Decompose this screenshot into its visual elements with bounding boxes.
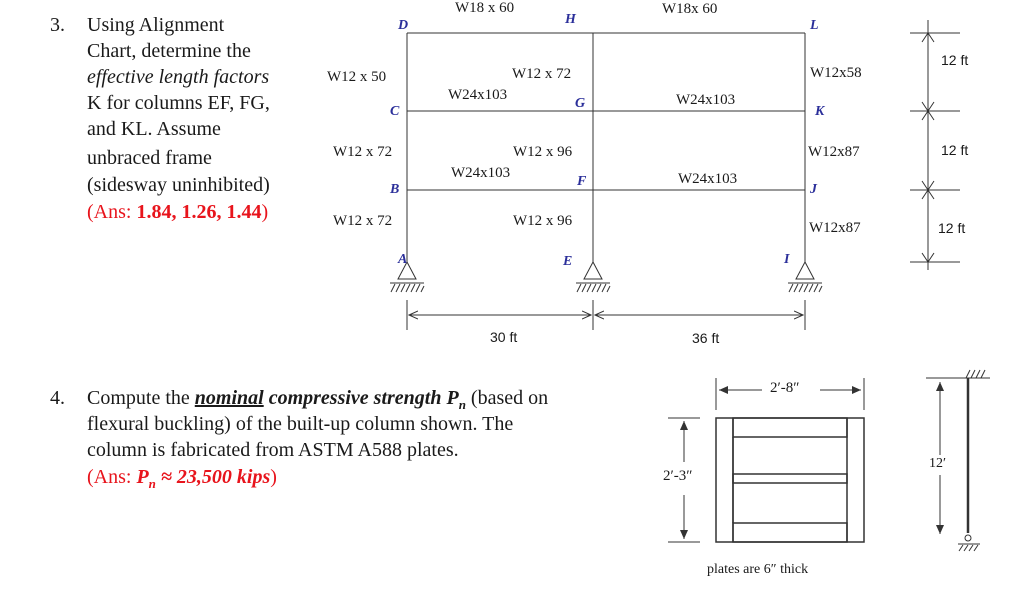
- beam-low-right-label: W24x103: [678, 171, 738, 187]
- problem4-line-2: flexural buckling) of the built-up colum…: [87, 413, 514, 435]
- col-center-bot-label: W12 x 96: [513, 213, 573, 229]
- story-height-1: 12 ft: [941, 52, 969, 68]
- span-right-label: 36 ft: [692, 330, 720, 346]
- problem4-pn-symbol: P: [446, 387, 459, 409]
- problem4-pn-sub: n: [458, 397, 466, 412]
- problem4-number: 4.: [50, 387, 65, 409]
- beam-top-left-label: W18 x 60: [455, 0, 515, 16]
- col-left-bot-label: W12 x 72: [333, 213, 393, 229]
- problem4-line-1: Compute the nominal compressive strength…: [87, 385, 548, 418]
- problem3-answer-suffix: ): [261, 201, 269, 223]
- node-H: H: [565, 12, 576, 27]
- node-A: A: [398, 252, 408, 267]
- frame-structure: [406, 32, 806, 262]
- story-height-3: 12 ft: [938, 220, 966, 236]
- problem3-line-1: Using Alignment: [87, 14, 225, 36]
- col-center-top-label: W12 x 72: [512, 66, 572, 82]
- node-K: K: [815, 104, 825, 119]
- col-left-top-label: W12 x 50: [327, 69, 387, 85]
- col-center-mid-label: W12 x 96: [513, 144, 573, 160]
- column-elevation: [926, 369, 990, 552]
- node-E: E: [563, 254, 573, 269]
- node-J: J: [810, 182, 817, 197]
- problem3-answer: (Ans: 1.84, 1.26, 1.44): [87, 199, 268, 225]
- node-F: F: [577, 174, 587, 189]
- problem3-line-7: (sidesway uninhibited): [87, 174, 270, 196]
- node-G: G: [575, 96, 586, 111]
- col-right-mid-label: W12x87: [808, 144, 860, 160]
- problem4-line-1a: Compute the: [87, 387, 195, 409]
- problem4-line-1c: compressive strength: [263, 387, 447, 409]
- problem3-answer-prefix: (Ans:: [87, 201, 137, 223]
- problem3-number: 3.: [50, 14, 65, 36]
- section-note: plates are 6″ thick: [707, 562, 809, 577]
- section-height-dimension: [668, 417, 700, 543]
- col-right-bot-label: W12x87: [809, 220, 861, 236]
- col-left-mid-label: W12 x 72: [333, 144, 393, 160]
- section-width-dimension: [715, 378, 865, 410]
- built-up-section: [715, 417, 865, 543]
- node-C: C: [390, 104, 400, 119]
- support-A-icon: [390, 260, 425, 293]
- problem4-answer-p: P: [136, 466, 149, 488]
- col-right-top-label: W12x58: [810, 65, 862, 81]
- story-dimension: [910, 20, 960, 270]
- problem3-line-4: K for columns EF, FG,: [87, 92, 270, 114]
- node-L: L: [810, 18, 819, 33]
- support-I-icon: [788, 260, 823, 293]
- problem4-answer-sub: n: [148, 476, 156, 491]
- problem3-answer-values: 1.84, 1.26, 1.44: [136, 201, 262, 223]
- beam-top-right-label: W18x 60: [662, 1, 718, 17]
- problem4-line-3: column is fabricated from ASTM A588 plat…: [87, 439, 459, 461]
- problem4-answer-value: ≈ 23,500 kips: [155, 466, 271, 488]
- problem4-answer-prefix: (Ans:: [87, 466, 137, 488]
- problem4-nominal: nominal: [194, 387, 264, 409]
- section-width-label: 2′-8″: [770, 380, 800, 396]
- node-I: I: [784, 252, 790, 267]
- section-height-label: 2′-3″: [663, 468, 693, 484]
- problem3-line-5: and KL. Assume: [87, 118, 221, 140]
- span-left-label: 30 ft: [490, 329, 518, 345]
- beam-mid-right-label: W24x103: [676, 92, 736, 108]
- problem4-answer-suffix: ): [270, 466, 277, 488]
- problem3-line-6: unbraced frame: [87, 147, 212, 169]
- span-dimension: [406, 300, 806, 330]
- story-height-2: 12 ft: [941, 142, 969, 158]
- beam-low-left-label: W24x103: [451, 165, 511, 181]
- problem4-line-1f: (based on: [465, 387, 549, 409]
- node-B: B: [390, 182, 400, 197]
- column-length-label: 12′: [929, 456, 947, 472]
- beam-mid-left-label: W24x103: [448, 87, 508, 103]
- problem3-line-2: Chart, determine the: [87, 40, 251, 62]
- node-D: D: [398, 18, 409, 33]
- problem3-line-3: effective length factors: [87, 66, 270, 88]
- support-E-icon: [576, 260, 611, 293]
- problem4-answer: (Ans: Pn ≈ 23,500 kips): [87, 464, 277, 497]
